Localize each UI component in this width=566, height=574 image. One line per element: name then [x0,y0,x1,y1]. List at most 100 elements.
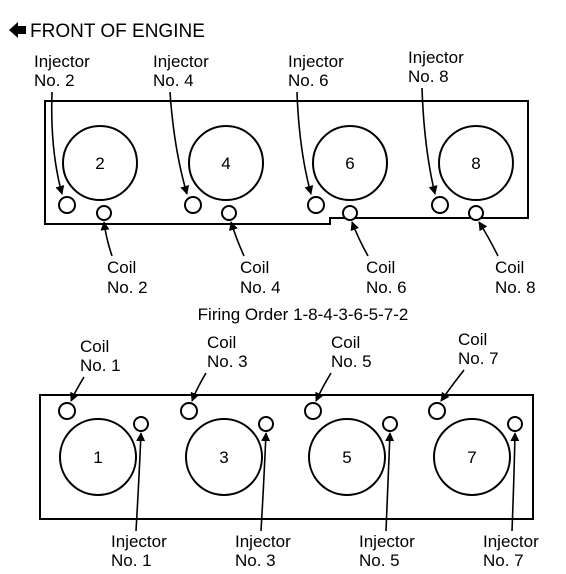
cylinder-7: 7 [433,418,511,496]
leader-arrow [421,87,438,195]
svg-text:Injector: Injector [34,52,90,71]
injector-port-6 [307,196,325,214]
leader-arrow [296,91,314,195]
svg-text:Coil: Coil [458,330,487,349]
coil-label-6: Coil No. 6 [350,221,407,297]
leader-arrow [478,221,499,257]
svg-text:No. 8: No. 8 [408,67,449,86]
coil-label-8: Coil No. 8 [478,221,536,297]
svg-text:No. 3: No. 3 [207,352,248,371]
svg-text:No. 2: No. 2 [107,278,148,297]
coil-label-2: Coil No. 2 [100,221,148,297]
svg-text:Coil: Coil [366,258,395,277]
injector-port-1 [133,416,149,432]
cylinder-5: 5 [308,418,386,496]
cylinder-number: 6 [345,154,354,173]
svg-text:No. 5: No. 5 [331,352,372,371]
injector-label-4: Injector No. 4 [153,52,209,195]
svg-text:No. 5: No. 5 [359,551,400,570]
leader-arrow [135,432,146,532]
svg-text:Injector: Injector [288,52,344,71]
leader-arrow [50,91,65,195]
coil-label-3: Coil No. 3 [190,333,248,402]
svg-text:Coil: Coil [331,333,360,352]
svg-text:Coil: Coil [240,258,269,277]
top-bank-outline [44,100,529,225]
cylinder-number: 5 [342,448,351,467]
cylinder-number: 7 [467,448,476,467]
svg-text:Injector: Injector [153,52,209,71]
injector-port-3 [258,416,274,432]
front-of-engine-header: FRONT OF ENGINE [9,21,205,42]
injector-port-5 [382,416,398,432]
leader-arrow [229,221,245,257]
coil-port-5 [304,402,322,420]
cylinder-3: 3 [185,418,263,496]
cylinder-8: 8 [438,125,514,201]
leader-arrow [440,369,465,402]
svg-text:No. 4: No. 4 [153,71,194,90]
svg-text:Injector: Injector [483,532,539,551]
injector-port-8 [431,196,449,214]
coil-port-7 [428,402,446,420]
leader-arrow [350,221,369,257]
injector-label-6: Injector No. 6 [288,52,344,195]
injector-label-5: Injector No. 5 [359,432,415,570]
top-bank: 2 4 6 8 Injector No. 2 Inject [34,48,536,297]
svg-text:Injector: Injector [235,532,291,551]
coil-port-1 [58,402,76,420]
leader-arrow [510,432,520,532]
coil-label-7: Coil No. 7 [440,330,499,402]
svg-text:No. 4: No. 4 [240,278,281,297]
cylinder-number: 1 [93,448,102,467]
coil-port-8 [468,205,484,221]
coil-label-4: Coil No. 4 [229,221,281,297]
svg-text:No. 8: No. 8 [495,278,536,297]
left-arrow-icon [9,22,26,38]
svg-text:No. 7: No. 7 [458,349,499,368]
cylinder-number: 2 [95,154,104,173]
cylinder-number: 3 [219,448,228,467]
coil-port-2 [96,205,112,221]
coil-port-3 [180,402,198,420]
coil-port-4 [221,205,237,221]
svg-text:No. 6: No. 6 [288,71,329,90]
svg-text:No. 3: No. 3 [235,551,276,570]
svg-text:Injector: Injector [359,532,415,551]
injector-port-2 [58,196,76,214]
injector-label-7: Injector No. 7 [483,432,539,570]
svg-text:No. 1: No. 1 [80,356,121,375]
cylinder-6: 6 [312,125,388,201]
injector-port-4 [184,196,202,214]
injector-label-2: Injector No. 2 [34,52,90,195]
firing-order-label: Firing Order 1-8-4-3-6-5-7-2 [198,305,409,324]
svg-text:Coil: Coil [207,333,236,352]
cylinder-2: 2 [62,125,138,201]
svg-text:No. 6: No. 6 [366,278,407,297]
svg-text:No. 1: No. 1 [111,551,152,570]
svg-text:Coil: Coil [495,258,524,277]
svg-text:Injector: Injector [408,48,464,67]
injector-label-1: Injector No. 1 [111,432,167,570]
injector-port-7 [507,416,523,432]
leader-arrow [190,372,207,402]
leader-arrow [315,372,332,402]
front-of-engine-label: FRONT OF ENGINE [30,21,205,42]
cylinder-number: 8 [471,154,480,173]
bottom-bank: 1 3 5 7 Coil No. 1 Coil [39,330,539,570]
coil-label-1: Coil No. 1 [70,337,121,402]
cylinder-4: 4 [188,125,264,201]
cylinder-1: 1 [59,418,137,496]
svg-text:No. 2: No. 2 [34,71,75,90]
cylinder-number: 4 [221,154,230,173]
svg-text:No. 7: No. 7 [483,551,524,570]
bottom-bank-outline [39,394,534,520]
coil-port-6 [342,205,358,221]
svg-text:Coil: Coil [107,258,136,277]
leader-arrow [70,376,85,402]
leader-arrow [169,91,190,195]
svg-text:Coil: Coil [80,337,109,356]
coil-label-5: Coil No. 5 [315,333,372,402]
svg-text:Injector: Injector [111,532,167,551]
